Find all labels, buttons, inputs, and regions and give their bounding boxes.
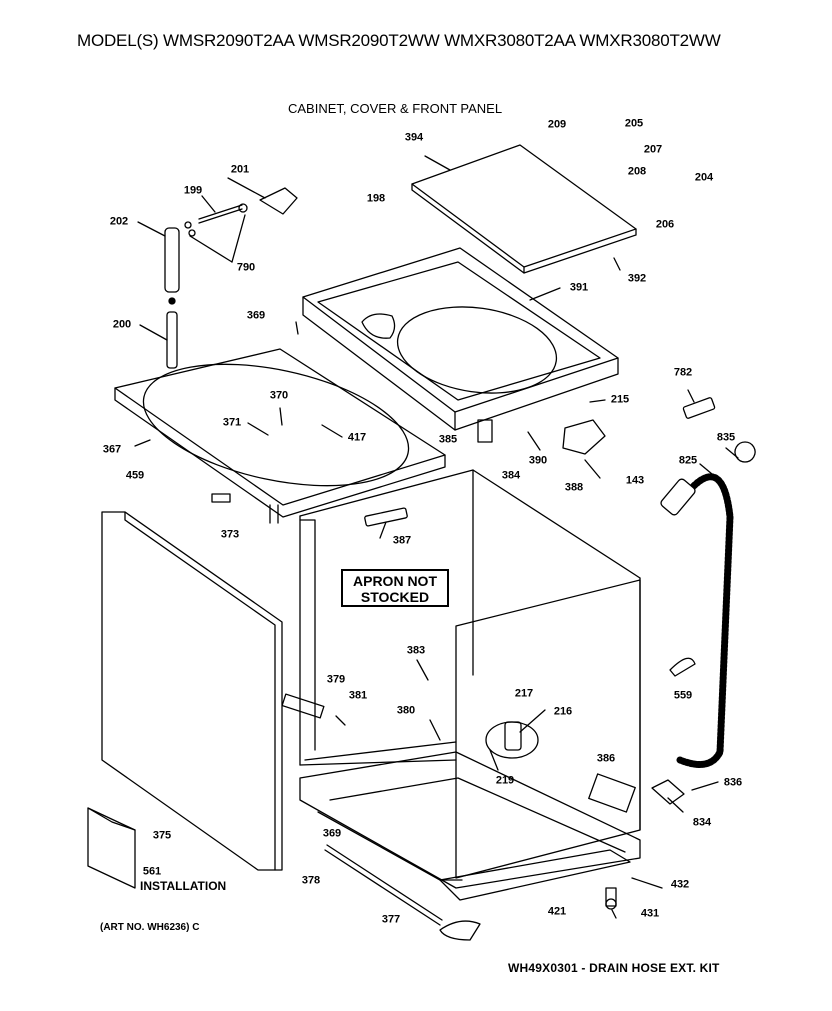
callout-208: 208 [627, 165, 647, 178]
callout-431: 431 [640, 907, 660, 920]
callout-834: 834 [692, 816, 712, 829]
front-panel-375 [101, 511, 283, 871]
art-number: (ART NO. WH6236) C [100, 922, 200, 933]
callout-143: 143 [625, 474, 645, 487]
model-heading: MODEL(S) WMSR2090T2AA WMSR2090T2WW WMXR3… [77, 31, 721, 50]
callout-380: 380 [396, 704, 416, 717]
drain-hose-825 [660, 473, 734, 768]
callout-432: 432 [670, 878, 690, 891]
callout-378: 378 [301, 874, 321, 887]
callout-383: 383 [406, 644, 426, 657]
top-cover-394 [411, 144, 637, 274]
callout-209: 209 [547, 118, 567, 131]
callout-219: 219 [495, 774, 515, 787]
callout-375: 375 [152, 829, 172, 842]
callout-390: 390 [528, 454, 548, 467]
apron-not-stocked-box: APRON NOT STOCKED [341, 569, 449, 607]
callout-388: 388 [564, 481, 584, 494]
callout-417: 417 [347, 431, 367, 444]
callout-782: 782 [673, 366, 693, 379]
callout-370: 370 [269, 389, 289, 402]
callout-369-top: 369 [246, 309, 266, 322]
tub-ring-frame-367 [114, 348, 446, 524]
cabinet-top-391 [302, 247, 619, 431]
drain-hose-kit-note: WH49X0301 - DRAIN HOSE EXT. KIT [508, 961, 720, 975]
callout-377: 377 [381, 913, 401, 926]
callout-202: 202 [109, 215, 129, 228]
callout-216: 216 [553, 705, 573, 718]
callout-394: 394 [404, 131, 424, 144]
callout-421: 421 [547, 905, 567, 918]
callout-825: 825 [678, 454, 698, 467]
callout-206: 206 [655, 218, 675, 231]
callout-790: 790 [236, 261, 256, 274]
callout-201: 201 [230, 163, 250, 176]
installation-envelope-561 [87, 807, 136, 889]
callout-559: 559 [673, 689, 693, 702]
callout-369-bottom: 369 [322, 827, 342, 840]
callout-392: 392 [627, 272, 647, 285]
callout-387: 387 [392, 534, 412, 547]
installation-label: INSTALLATION [140, 879, 227, 893]
callout-217: 217 [514, 687, 534, 700]
link-202-200 [164, 187, 298, 369]
callout-561: 561 [142, 865, 162, 878]
callout-379: 379 [326, 673, 346, 686]
callout-200: 200 [112, 318, 132, 331]
section-title: CABINET, COVER & FRONT PANEL [288, 101, 503, 116]
small-parts [211, 397, 756, 941]
callout-384: 384 [501, 469, 521, 482]
cabinet-body [299, 469, 641, 901]
apron-line-1: APRON NOT [353, 573, 437, 589]
callout-373: 373 [220, 528, 240, 541]
callout-391: 391 [569, 281, 589, 294]
callout-199: 199 [183, 184, 203, 197]
callout-459: 459 [125, 469, 145, 482]
callout-836: 836 [723, 776, 743, 789]
callout-371: 371 [222, 416, 242, 429]
callout-215: 215 [610, 393, 630, 406]
callout-204: 204 [694, 171, 714, 184]
callout-385: 385 [438, 433, 458, 446]
callout-367: 367 [102, 443, 122, 456]
callout-198: 198 [366, 192, 386, 205]
leader-lines [134, 155, 739, 919]
apron-line-2: STOCKED [360, 589, 430, 605]
callout-381: 381 [348, 689, 368, 702]
callout-205: 205 [624, 117, 644, 130]
callout-207: 207 [643, 143, 663, 156]
callout-835: 835 [716, 431, 736, 444]
callout-386: 386 [596, 752, 616, 765]
